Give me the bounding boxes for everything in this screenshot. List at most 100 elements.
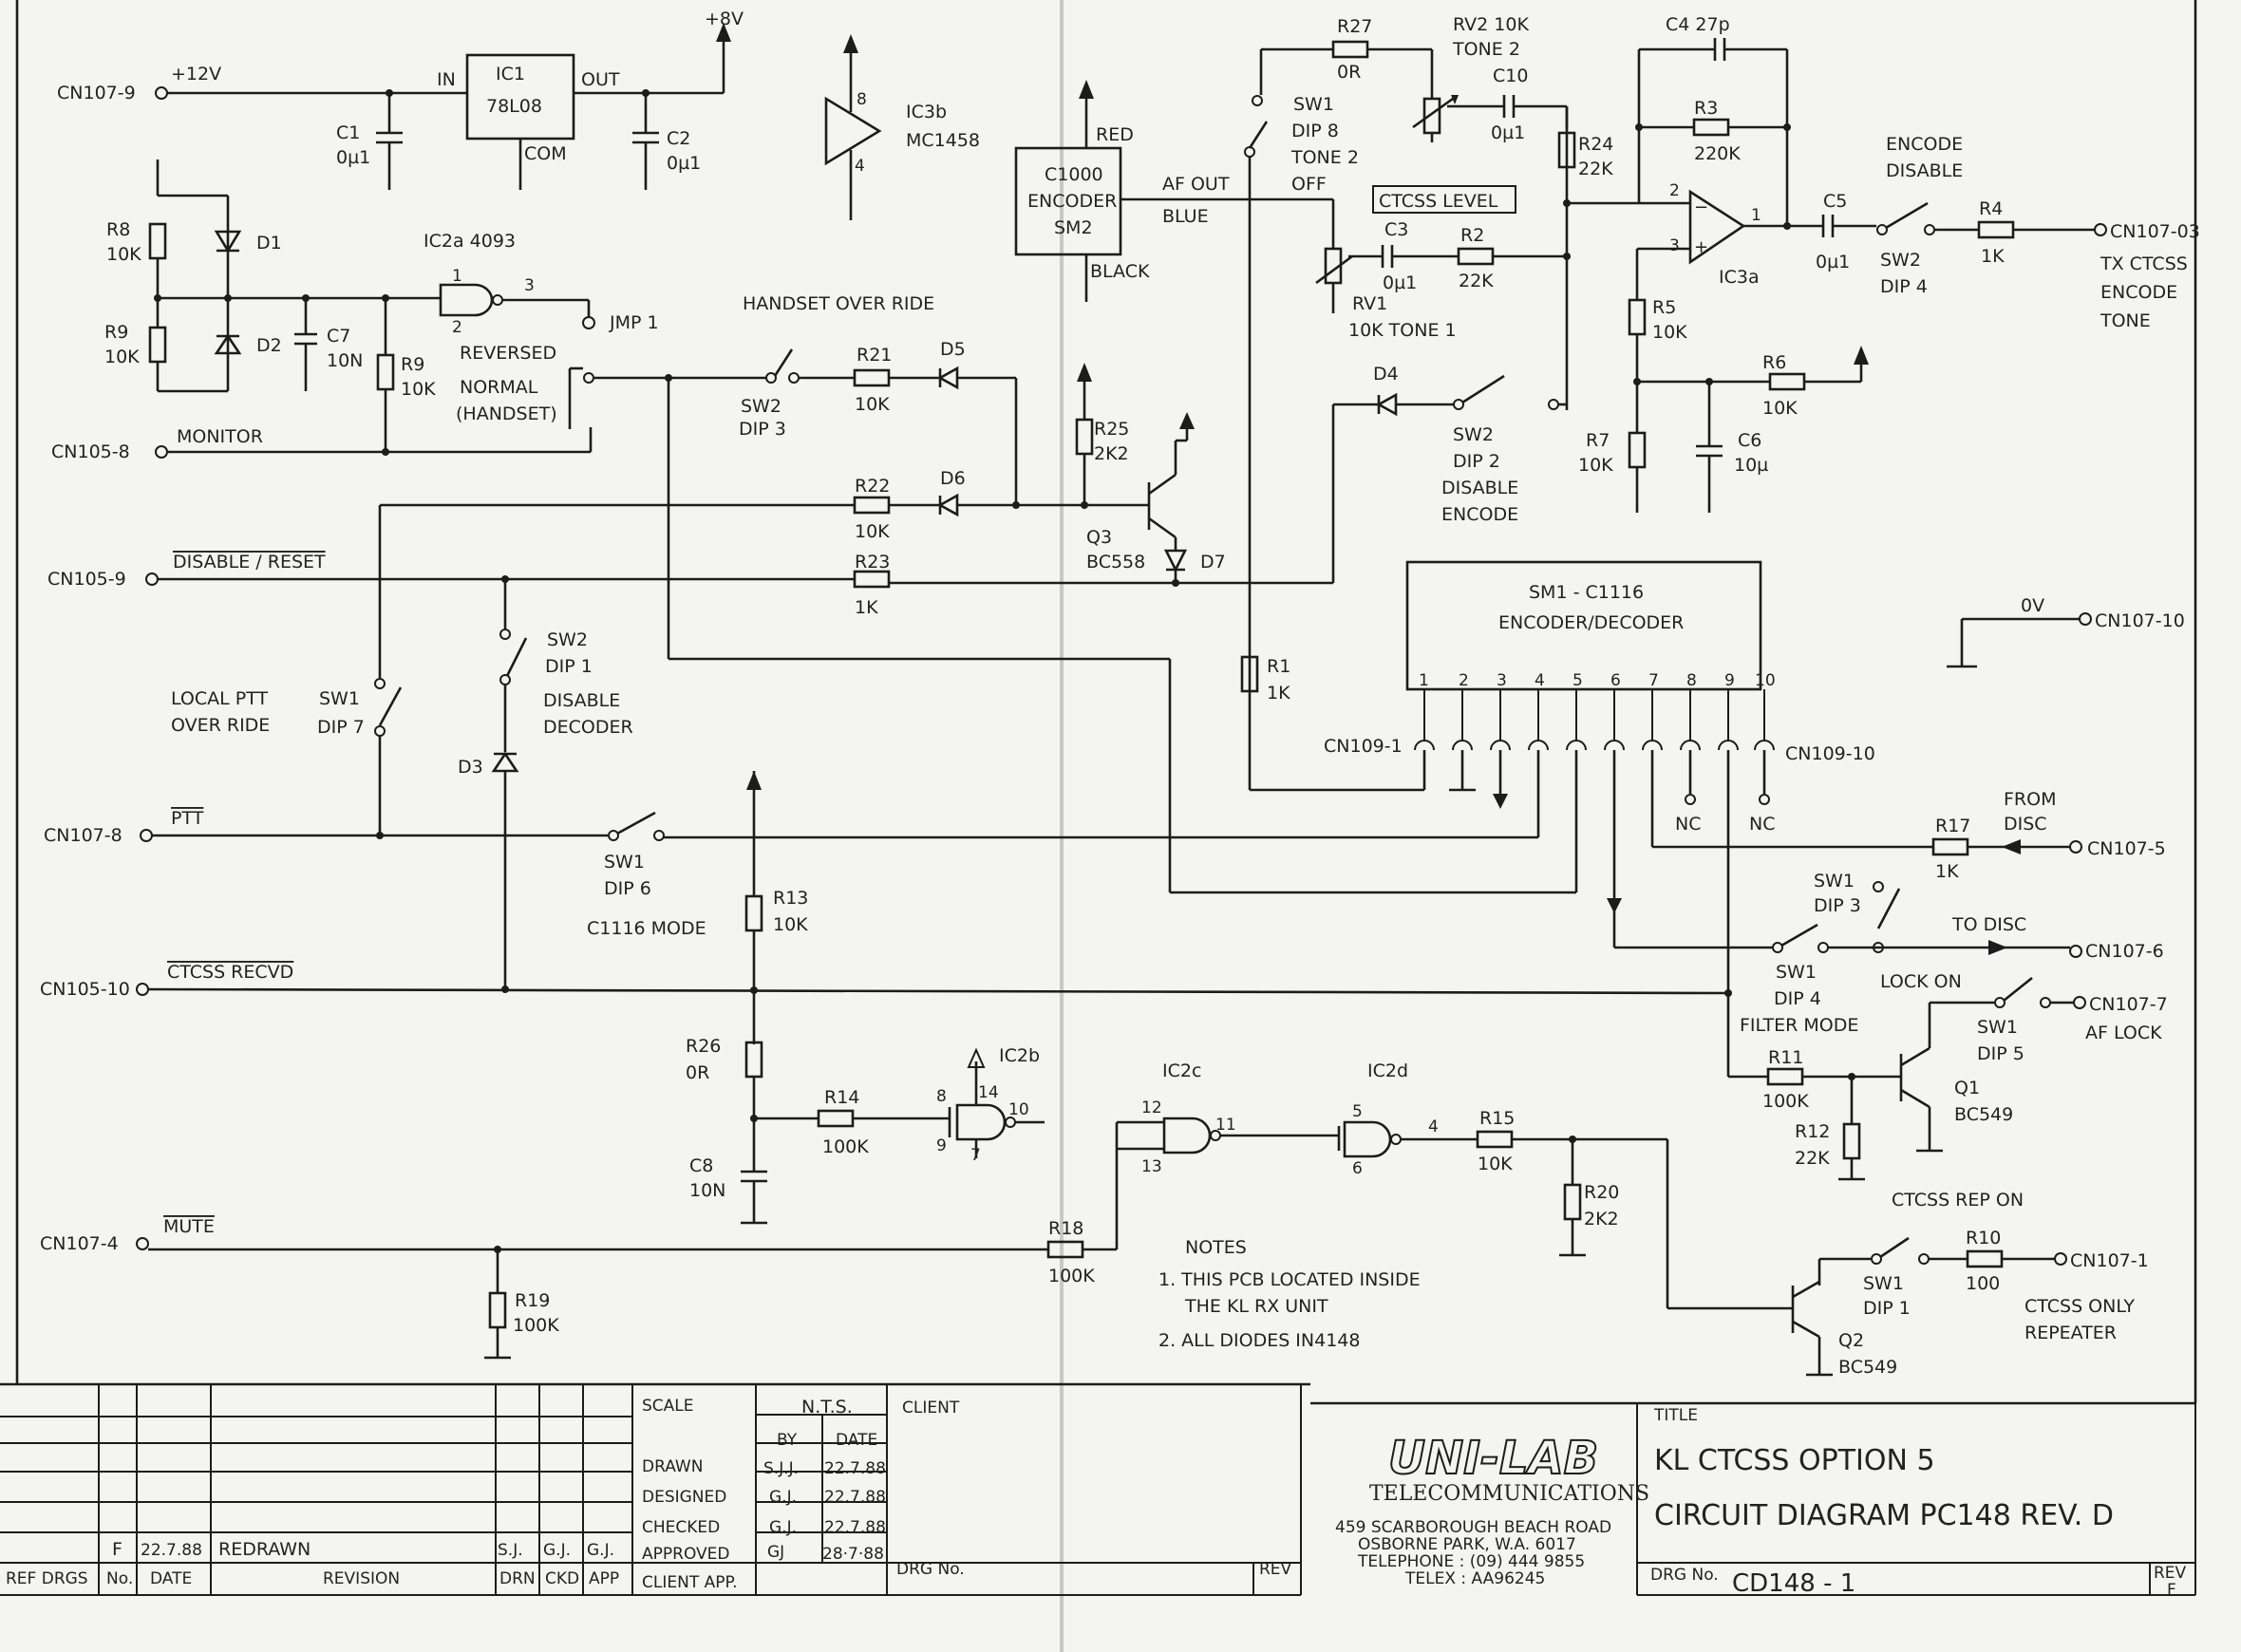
label: BLACK — [1090, 261, 1150, 282]
ptt-drive-section: R22 10K D6 R25 2K2 Q3 BC558 D7 CN105-9 D… — [47, 363, 1333, 678]
label: 10 — [1755, 671, 1776, 690]
label: DIP 5 — [1977, 1043, 2024, 1064]
label: SW1 — [319, 688, 360, 709]
label: C6 — [1738, 430, 1761, 451]
label: DIP 3 — [1814, 895, 1861, 916]
label: BLUE — [1162, 206, 1209, 227]
label: REDRAWN — [218, 1539, 311, 1560]
label: C7 — [327, 326, 350, 347]
label: 100K — [1762, 1091, 1809, 1112]
label: DRG No. — [896, 1560, 965, 1579]
conn-cn107-03: CN107-03 — [2110, 221, 2200, 242]
label: C10 — [1493, 66, 1528, 86]
label: REF DRGS — [6, 1569, 88, 1588]
label: CN107-10 — [2095, 610, 2185, 631]
label: SW1 — [1814, 871, 1855, 892]
label: AF LOCK — [2085, 1023, 2162, 1043]
label: 10K — [1762, 398, 1798, 419]
label: SM2 — [1054, 217, 1093, 238]
label: 10 — [1008, 1100, 1029, 1119]
label: 10K — [855, 394, 890, 415]
label: 4 — [1535, 671, 1545, 690]
label: 5 — [1572, 671, 1583, 690]
label: NC — [1675, 814, 1701, 835]
label: R22 — [855, 476, 890, 497]
label: JMP 1 — [609, 312, 659, 333]
label: DATE — [150, 1569, 192, 1588]
label: 12 — [1141, 1098, 1162, 1117]
label: CTCSS LEVEL — [1379, 191, 1498, 212]
sheet-border — [0, 0, 2197, 1405]
label: (HANDSET) — [456, 404, 557, 424]
label: F — [2167, 1581, 2176, 1600]
label: CLIENT — [902, 1399, 960, 1417]
label: 1K — [1981, 246, 2005, 267]
label: 459 SCARBOROUGH BEACH ROAD — [1335, 1518, 1611, 1537]
label: C5 — [1823, 191, 1847, 212]
conn-cn107-9: CN107-9 — [57, 83, 136, 103]
label: IC2a 4093 — [424, 231, 516, 252]
label: C3 — [1384, 219, 1408, 240]
label: R25 — [1094, 419, 1129, 440]
label: C2 — [667, 128, 690, 149]
label: S.J. — [498, 1541, 523, 1560]
label: 4 — [1428, 1117, 1439, 1136]
label: 6 — [1352, 1159, 1363, 1178]
label: BY — [777, 1431, 798, 1450]
label: IC1 — [496, 64, 525, 84]
label: 3 — [1497, 671, 1507, 690]
diode-d1 — [214, 230, 242, 253]
label: SW2 — [741, 396, 782, 417]
label: No. — [106, 1569, 133, 1588]
label: DIP 8 — [1291, 121, 1339, 141]
label: AF OUT — [1162, 174, 1230, 195]
ctcss-level-box — [1372, 185, 1516, 214]
label: PTT — [171, 808, 204, 829]
label: D3 — [458, 757, 483, 778]
label: 10K — [401, 379, 436, 400]
label: DIP 4 — [1774, 988, 1821, 1009]
label: DIP 7 — [317, 717, 365, 738]
label: DIP 1 — [545, 656, 593, 677]
label: R23 — [855, 552, 890, 573]
label: C1 — [336, 122, 360, 143]
label: R13 — [773, 888, 808, 909]
label: R1 — [1267, 656, 1290, 677]
label: 10K — [1478, 1154, 1513, 1174]
label: 22.7.88 — [824, 1459, 886, 1478]
label: REVISION — [323, 1569, 400, 1588]
label: DRAWN — [642, 1457, 703, 1476]
label: R10 — [1966, 1228, 2001, 1248]
label: REPEATER — [2024, 1323, 2117, 1343]
diode-d3 — [491, 751, 519, 773]
label: D1 — [256, 233, 282, 253]
label: CLIENT APP. — [642, 1573, 738, 1592]
label: 28·7·88 — [822, 1545, 884, 1564]
label: 13 — [1141, 1157, 1162, 1176]
label: 0µ1 — [336, 147, 370, 168]
label: 9 — [936, 1136, 947, 1155]
label: DISABLE — [543, 690, 620, 711]
label: 100K — [822, 1136, 869, 1157]
label: R24 — [1578, 134, 1613, 155]
label: R7 — [1586, 430, 1610, 451]
label: 2K2 — [1584, 1209, 1619, 1230]
label: IC2c — [1162, 1061, 1201, 1081]
label: 10N — [689, 1180, 725, 1201]
label: 10K — [855, 521, 890, 542]
label: 2 — [1459, 671, 1469, 690]
label: OUT — [581, 69, 620, 90]
label: DIP 4 — [1880, 276, 1928, 297]
label: C4 27p — [1666, 14, 1730, 35]
label: Q3 — [1086, 527, 1112, 548]
label: 1 — [1419, 671, 1429, 690]
label: MONITOR — [177, 426, 263, 447]
label: OVER RIDE — [171, 715, 270, 736]
label: R14 — [824, 1087, 859, 1108]
label: 22.7.88 — [824, 1518, 886, 1537]
label: G.J. — [769, 1518, 797, 1537]
label: MC1458 — [906, 130, 980, 151]
label: Q2 — [1838, 1330, 1864, 1351]
label: ENCODE — [1441, 504, 1518, 525]
label: TELEX : AA96245 — [1404, 1569, 1545, 1588]
